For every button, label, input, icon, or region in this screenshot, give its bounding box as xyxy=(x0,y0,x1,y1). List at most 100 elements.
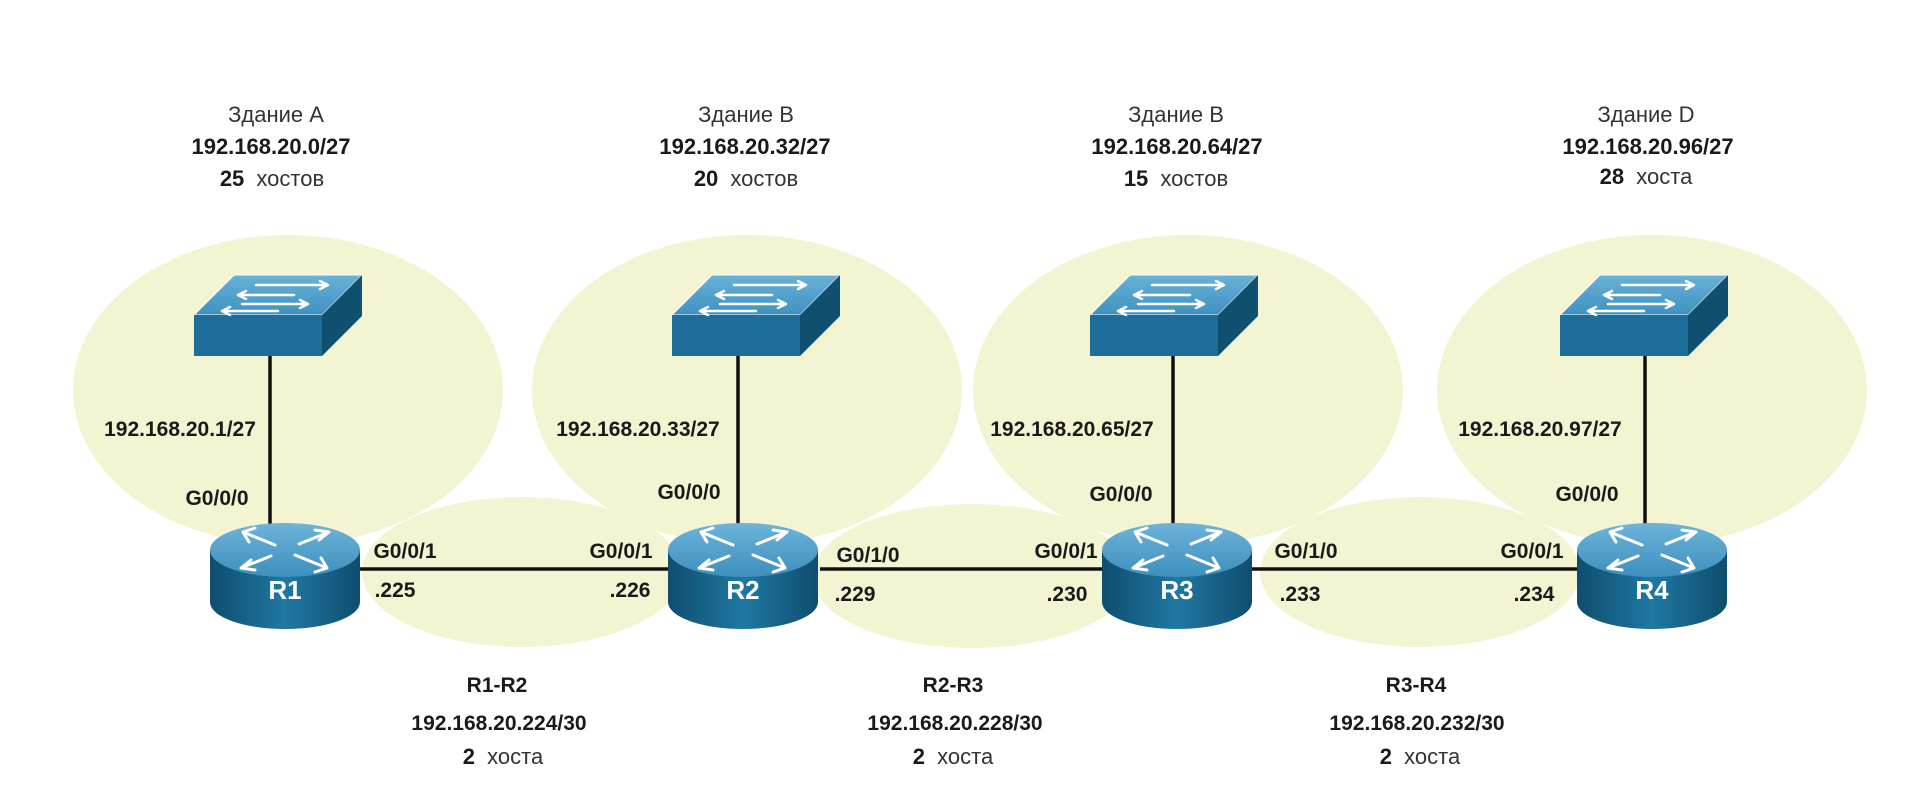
switch-arrow xyxy=(1116,305,1176,317)
switch-side xyxy=(800,275,840,356)
link-right-port: G0/0/1 xyxy=(589,540,652,563)
switch-arrow xyxy=(1136,298,1206,310)
switch-arrow xyxy=(1132,289,1192,301)
link-right-port: G0/0/1 xyxy=(1500,540,1563,563)
router-label: R4 xyxy=(1635,575,1669,605)
switch-arrow xyxy=(254,279,330,291)
lan-port: G0/0/0 xyxy=(657,481,720,504)
router-top xyxy=(668,523,818,577)
building-name: Здание B xyxy=(1128,102,1224,127)
link-name: R1-R2 xyxy=(467,674,528,697)
zone-building-b xyxy=(532,235,962,545)
link-left-port: G0/1/0 xyxy=(836,544,899,567)
building-name: Здание B xyxy=(698,102,794,127)
router-arrow xyxy=(241,526,277,547)
building-hosts: 28 хоста xyxy=(1600,164,1693,189)
router-arrow xyxy=(1608,526,1644,547)
switch-arrow xyxy=(714,289,774,301)
link-right-ip: .226 xyxy=(610,579,651,602)
switch-front xyxy=(194,315,322,356)
router-icon: R3 xyxy=(1102,523,1252,629)
router-arrow xyxy=(1660,553,1696,574)
link-hosts: 2 хоста xyxy=(913,744,994,769)
router-arrow xyxy=(1606,554,1640,572)
link-network: 192.168.20.232/30 xyxy=(1329,712,1504,735)
switch-arrow xyxy=(1150,279,1226,291)
switch-arrow xyxy=(220,305,280,317)
host-count: 2 xyxy=(463,744,475,769)
link-name: R2-R3 xyxy=(923,674,984,697)
router-label: R2 xyxy=(726,575,759,605)
switch-front xyxy=(1090,315,1218,356)
router-arrow xyxy=(293,553,329,574)
link-hosts: 2 хоста xyxy=(1380,744,1461,769)
router-arrow xyxy=(1189,528,1223,546)
switch-arrow xyxy=(732,279,808,291)
link-network: 192.168.20.228/30 xyxy=(867,712,1042,735)
host-word: хоста xyxy=(937,744,994,769)
router-top xyxy=(1577,523,1727,577)
building-labels: Здание A 192.168.20.0/27 25 хостов Здани… xyxy=(191,102,1733,191)
switch-side xyxy=(1218,275,1258,356)
router-label: R1 xyxy=(268,575,301,605)
switch-arrow xyxy=(236,289,296,301)
switch-icon xyxy=(1088,274,1260,356)
gateway-ip: 192.168.20.1/27 xyxy=(104,418,256,441)
router-arrow xyxy=(697,554,731,572)
switch-front xyxy=(1560,315,1688,356)
host-word: хостов xyxy=(1160,166,1228,191)
link-name: R3-R4 xyxy=(1386,674,1447,697)
link-left-ip: .229 xyxy=(835,583,876,606)
building-hosts: 15 хостов xyxy=(1124,166,1228,191)
switch-icon xyxy=(670,274,842,356)
router-arrow xyxy=(755,528,789,546)
lan-port: G0/0/0 xyxy=(185,487,248,510)
router-arrow xyxy=(1664,528,1698,546)
router-label: R3 xyxy=(1160,575,1193,605)
building-name: Здание A xyxy=(228,102,324,127)
zone-building-d xyxy=(1437,235,1867,545)
router-arrow xyxy=(1133,526,1169,547)
lan-interface-labels: 192.168.20.1/27 G0/0/0 192.168.20.33/27 … xyxy=(104,418,1622,510)
host-word: хоста xyxy=(487,744,544,769)
building-zones xyxy=(73,235,1867,545)
router-icon: R2 xyxy=(668,523,818,629)
switch-arrow xyxy=(240,298,310,310)
router-top xyxy=(1102,523,1252,577)
host-word: хоста xyxy=(1636,164,1693,189)
switch-icon xyxy=(192,274,364,356)
link-left-port: G0/0/1 xyxy=(373,540,436,563)
link-right-ip: .230 xyxy=(1047,583,1088,606)
link-left-ip: .233 xyxy=(1280,583,1321,606)
switch-arrow xyxy=(698,305,758,317)
building-network: 192.168.20.0/27 xyxy=(191,134,350,159)
switch-arrow xyxy=(1620,279,1696,291)
switch-side xyxy=(1688,275,1728,356)
gateway-ip: 192.168.20.97/27 xyxy=(1458,418,1622,441)
building-network: 192.168.20.96/27 xyxy=(1562,134,1733,159)
router-arrow xyxy=(297,528,331,546)
switch-arrow xyxy=(1586,305,1646,317)
host-word: хостов xyxy=(256,166,324,191)
host-word: хостов xyxy=(730,166,798,191)
switch-icon xyxy=(1558,274,1730,356)
routers: R1 R2 R3 R4 xyxy=(210,523,1727,629)
router-arrow xyxy=(1185,553,1221,574)
switch-front xyxy=(672,315,800,356)
router-arrow xyxy=(699,526,735,547)
connections xyxy=(268,356,1647,571)
switches xyxy=(192,274,1730,356)
host-count: 15 xyxy=(1124,166,1148,191)
building-network: 192.168.20.64/27 xyxy=(1091,134,1262,159)
zone-building-a xyxy=(73,235,503,545)
zone-link-r2-r3 xyxy=(812,504,1132,648)
link-right-port: G0/0/1 xyxy=(1034,540,1097,563)
switch-arrow xyxy=(718,298,788,310)
host-count: 2 xyxy=(1380,744,1392,769)
gateway-ip: 192.168.20.65/27 xyxy=(990,418,1154,441)
host-count: 20 xyxy=(694,166,718,191)
building-hosts: 20 хостов xyxy=(694,166,798,191)
host-word: хоста xyxy=(1404,744,1461,769)
router-icon: R4 xyxy=(1577,523,1727,629)
link-hosts: 2 хоста xyxy=(463,744,544,769)
